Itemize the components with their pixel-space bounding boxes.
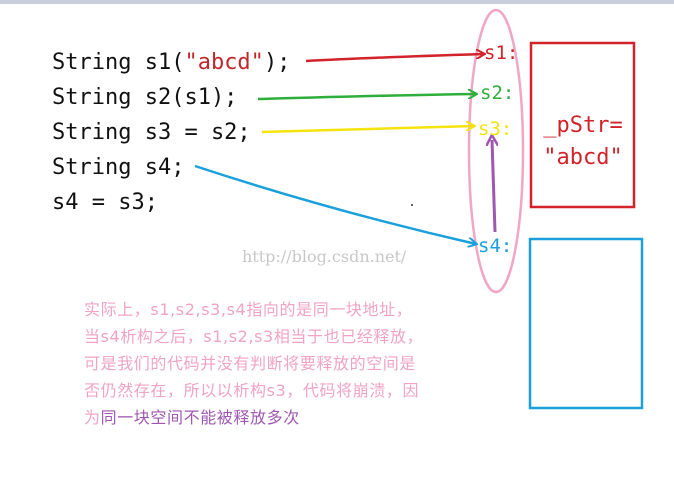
top-border [0, 0, 674, 4]
buffer-field-name: _pStr= [543, 113, 622, 138]
note-line-1: 实际上，s1,s2,s3,s4指向的是同一块地址， [84, 300, 413, 319]
code-line-1: String s1("abcd"); [52, 50, 290, 75]
note-line-2: 当s4析构之后，s1,s2,s3相当于也已经释放， [84, 327, 424, 346]
code-line-5: s4 = s3; [52, 190, 158, 215]
arrow-s2 [257, 94, 476, 101]
note-line-3: 可是我们的代码并没有判断将要释放的空间是 [84, 354, 417, 373]
arrow-s1 [305, 54, 484, 63]
pointer-label-s2: s2: [480, 82, 514, 104]
explanation-note: 实际上，s1,s2,s3,s4指向的是同一块地址， 当s4析构之后，s1,s2,… [84, 296, 534, 431]
empty-memory-box [528, 237, 644, 410]
pointer-label-s3: s3: [478, 118, 512, 140]
code-line-2: String s2(s1); [52, 85, 237, 110]
note-line-5-pink: 为 [84, 408, 101, 427]
pointer-group-ellipse [467, 8, 525, 294]
arrow-s4-to-s3 [492, 140, 495, 233]
arrow-s3 [261, 126, 474, 134]
note-line-5: 为同一块空间不能被释放多次 [84, 404, 534, 431]
arrow-s4 [194, 164, 476, 244]
code-line-3: String s3 = s2; [52, 120, 251, 145]
string-literal: "abcd" [184, 50, 263, 75]
note-line-4: 否仍然存在，所以以析构s3，代码将崩溃，因 [84, 381, 420, 400]
buffer-field-value: "abcd" [543, 145, 622, 170]
pointer-label-s4: s4: [478, 235, 512, 257]
pointer-label-s1: s1: [484, 42, 518, 64]
watermark-url: http://blog.csdn.net/ [242, 247, 407, 266]
stray-dot [411, 204, 413, 206]
note-line-5-purple: 同一块空间不能被释放多次 [100, 408, 300, 427]
buffer-box [529, 41, 636, 209]
code-line-4: String s4; [52, 155, 184, 180]
